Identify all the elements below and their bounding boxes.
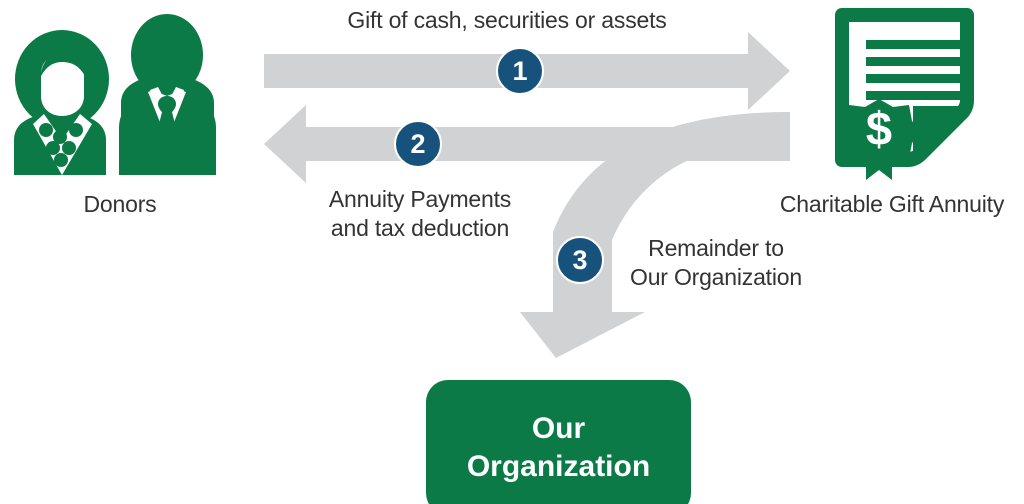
arrow-step-2 bbox=[264, 105, 790, 183]
step-badge-3: 3 bbox=[556, 236, 604, 284]
donors-label: Donors bbox=[83, 191, 157, 217]
svg-text:$: $ bbox=[866, 102, 892, 155]
step-3-label-line2: Our Organization bbox=[630, 264, 802, 290]
step-2-label-line2: and tax deduction bbox=[330, 215, 510, 241]
arrow-step-3 bbox=[520, 112, 790, 358]
step-3-label: Remainder to Our Organization bbox=[600, 234, 832, 292]
certificate-dollar-seal-icon: $ bbox=[835, 8, 974, 180]
step-1-label: Gift of cash, securities or assets bbox=[347, 7, 667, 33]
step-badge-2: 2 bbox=[394, 120, 442, 168]
step-2-label: Annuity Payments and tax deduction bbox=[290, 185, 550, 243]
two-people-icon bbox=[14, 14, 216, 175]
step-badge-1: 1 bbox=[496, 47, 544, 95]
step-2-label-line1: Annuity Payments bbox=[328, 186, 512, 212]
our-organization-line1: Our bbox=[531, 411, 586, 445]
step-3-label-line1: Remainder to bbox=[648, 235, 784, 261]
charitable-gift-annuity-label: Charitable Gift Annuity bbox=[779, 191, 1005, 217]
our-organization-line2: Organization bbox=[466, 449, 651, 483]
